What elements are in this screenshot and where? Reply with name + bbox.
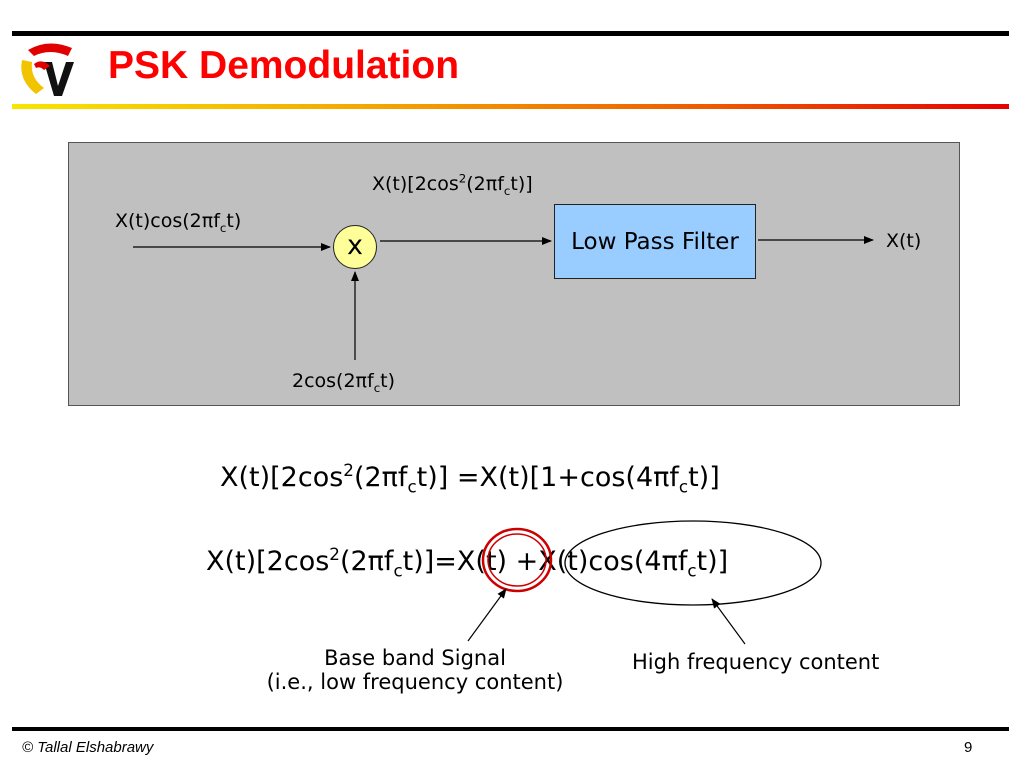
low-pass-filter-block: Low Pass Filter — [554, 204, 756, 279]
page-number: 9 — [964, 739, 973, 756]
high-frequency-pointer-arrow — [711, 598, 746, 645]
baseband-annotation: Base band Signal (i.e., low frequency co… — [248, 646, 582, 694]
product-signal-label: X(t)[2cos2(2πfct)] — [372, 171, 533, 198]
copyright-footer: © Tallal Elshabrawy — [22, 739, 154, 756]
diagram-panel — [68, 142, 960, 406]
output-signal-label: X(t) — [886, 230, 922, 252]
baseband-highlight-circle-inner — [487, 533, 547, 587]
input-signal-label: X(t)cos(2πfct) — [115, 210, 242, 235]
baseband-annotation-line2: (i.e., low frequency content) — [266, 670, 564, 694]
baseband-highlight-circle — [481, 527, 553, 593]
baseband-pointer-arrow — [467, 588, 507, 642]
footer-rule — [12, 727, 1009, 731]
top-rule — [12, 31, 1009, 36]
mixer-node: x — [333, 225, 377, 269]
university-logo-icon — [21, 43, 74, 96]
baseband-annotation-line1: Base band Signal — [324, 646, 506, 670]
slide-title: PSK Demodulation — [108, 44, 460, 87]
equation-1: X(t)[2cos2(2πfct)] =X(t)[1+cos(4πfct)] — [220, 460, 720, 497]
high-frequency-ellipse — [564, 520, 822, 606]
carrier-signal-label: 2cos(2πfct) — [292, 370, 396, 395]
high-frequency-annotation: High frequency content — [632, 650, 880, 674]
title-underline — [12, 104, 1009, 109]
